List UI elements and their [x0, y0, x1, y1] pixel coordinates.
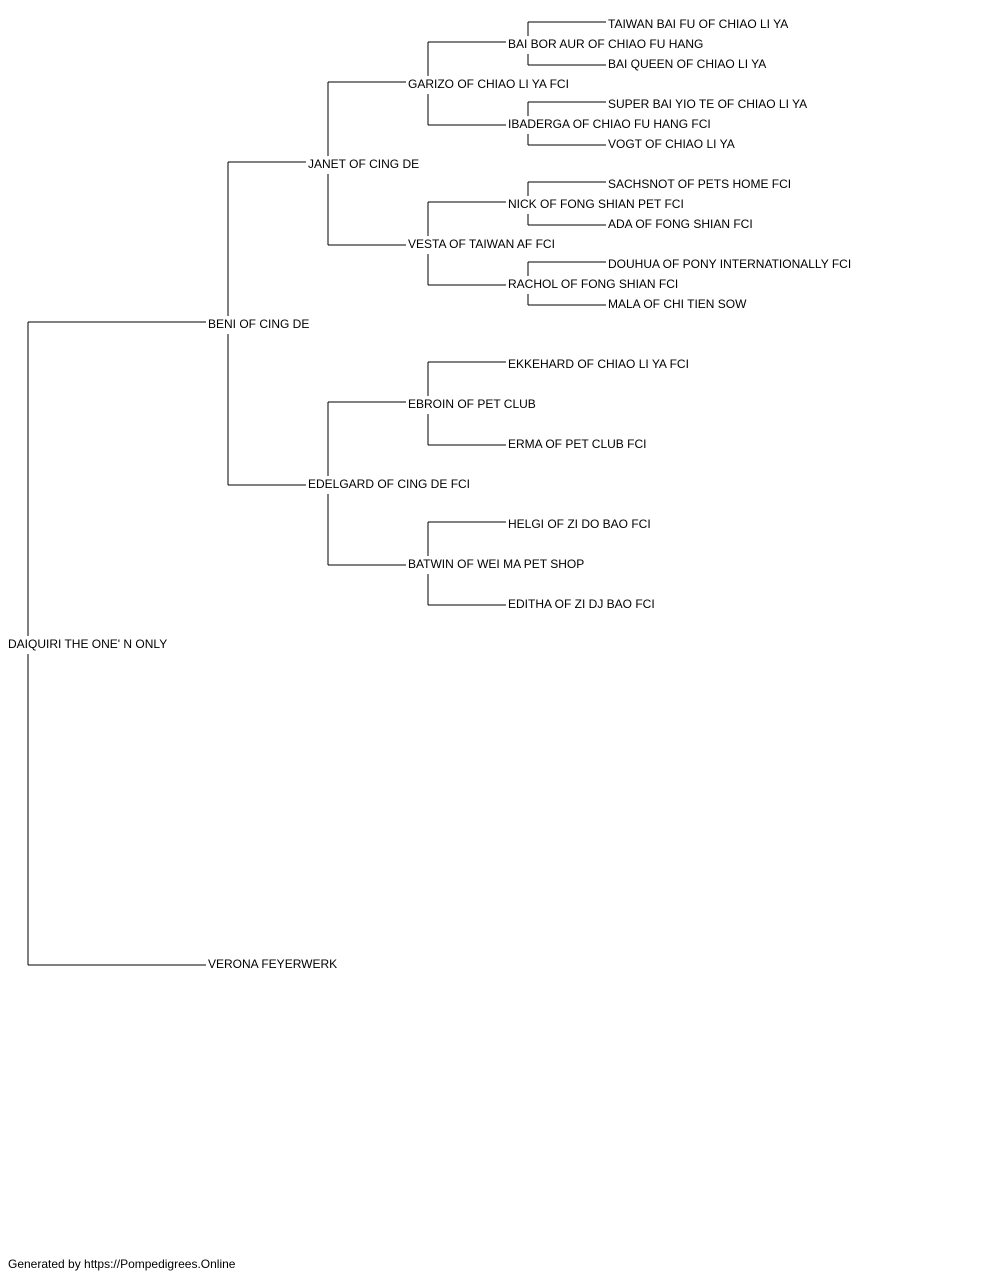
ancestor-name[interactable]: VESTA OF TAIWAN AF FCI — [408, 237, 555, 251]
ancestor-name[interactable]: SUPER BAI YIO TE OF CHIAO LI YA — [608, 97, 808, 111]
ancestor-name[interactable]: SACHSNOT OF PETS HOME FCI — [608, 177, 792, 191]
ancestor-name[interactable]: GARIZO OF CHIAO LI YA FCI — [408, 77, 569, 91]
generated-by-footer: Generated by https://Pompedigrees.Online — [8, 1257, 236, 1271]
ancestor-name[interactable]: EKKEHARD OF CHIAO LI YA FCI — [508, 357, 689, 371]
ancestor-name[interactable]: VOGT OF CHIAO LI YA — [608, 137, 735, 151]
subject-name[interactable]: DAIQUIRI THE ONE' N ONLY — [8, 637, 168, 651]
ancestor-name[interactable]: EDITHA OF ZI DJ BAO FCI — [508, 597, 655, 611]
ancestor-name[interactable]: BAI BOR AUR OF CHIAO FU HANG — [508, 37, 704, 51]
ancestor-name[interactable]: BAI QUEEN OF CHIAO LI YA — [608, 57, 767, 71]
ancestor-name[interactable]: HELGI OF ZI DO BAO FCI — [508, 517, 651, 531]
ancestor-name[interactable]: NICK OF FONG SHIAN PET FCI — [508, 197, 684, 211]
ancestor-name[interactable]: IBADERGA OF CHIAO FU HANG FCI — [508, 117, 711, 131]
ancestor-name[interactable]: MALA OF CHI TIEN SOW — [608, 297, 747, 311]
ancestor-name[interactable]: TAIWAN BAI FU OF CHIAO LI YA — [608, 17, 789, 31]
dam-name[interactable]: VERONA FEYERWERK — [208, 957, 338, 971]
ancestor-name[interactable]: RACHOL OF FONG SHIAN FCI — [508, 277, 679, 291]
sire-name[interactable]: BENI OF CING DE — [208, 317, 310, 331]
ancestor-name[interactable]: DOUHUA OF PONY INTERNATIONALLY FCI — [608, 257, 852, 271]
ancestor-name[interactable]: ADA OF FONG SHIAN FCI — [608, 217, 753, 231]
ancestor-name[interactable]: EDELGARD OF CING DE FCI — [308, 477, 471, 491]
ancestor-name[interactable]: ERMA OF PET CLUB FCI — [508, 437, 647, 451]
ancestor-name[interactable]: JANET OF CING DE — [308, 157, 420, 171]
ancestor-name[interactable]: BATWIN OF WEI MA PET SHOP — [408, 557, 585, 571]
ancestor-name[interactable]: EBROIN OF PET CLUB — [408, 397, 536, 411]
